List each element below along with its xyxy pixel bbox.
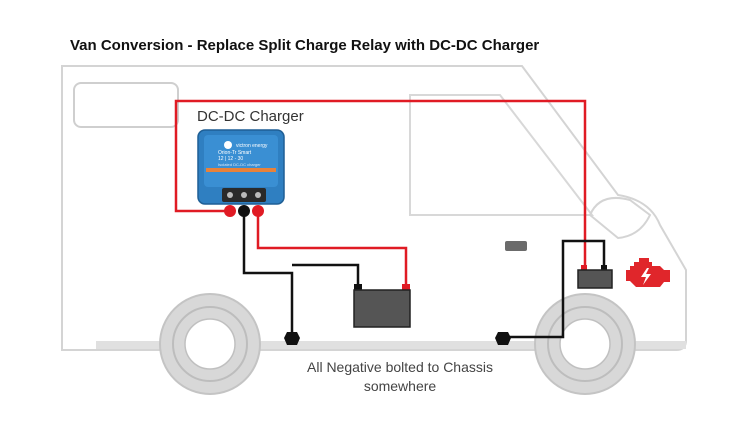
door-handle (505, 241, 527, 251)
side-window (73, 82, 179, 128)
charger-model-desc: Isolated DC-DC charger (218, 162, 261, 167)
rear-wheel (159, 293, 261, 395)
dcdc-charger: victron energy Orion-Tr Smart 12 | 12 - … (197, 129, 285, 205)
negative-wire-charger (242, 211, 294, 337)
positive-wire-leisure (256, 211, 408, 286)
charger-model-name: Orion-Tr Smart (218, 150, 252, 156)
charger-input-positive-terminal (224, 205, 236, 217)
front-wheel (534, 293, 636, 395)
van-body-outline (61, 65, 687, 351)
chassis-ground-point-front (495, 332, 511, 345)
chassis-note: All Negative bolted to Chassis somewhere (295, 358, 505, 396)
charger-negative-terminal (238, 205, 250, 217)
diagram-title: Van Conversion - Replace Split Charge Re… (70, 37, 540, 54)
starter-battery (577, 265, 613, 289)
charger-model-rating: 12 | 12 - 30 (218, 156, 243, 162)
front-headlight (588, 196, 652, 240)
chassis-ground-point-rear (284, 332, 300, 345)
charger-brand: victron energy (236, 143, 268, 149)
positive-wire-starter (174, 99, 587, 267)
engine-icon (626, 258, 670, 287)
negative-wire-starter (507, 239, 606, 339)
charger-label: DC-DC Charger (197, 108, 304, 125)
cab-window (409, 94, 595, 216)
chassis-note-line1: All Negative bolted to Chassis (307, 359, 493, 375)
charger-output-positive-terminal (252, 205, 264, 217)
chassis-note-line2: somewhere (363, 378, 437, 394)
negative-wire-leisure (292, 263, 360, 286)
leisure-battery (353, 284, 411, 328)
